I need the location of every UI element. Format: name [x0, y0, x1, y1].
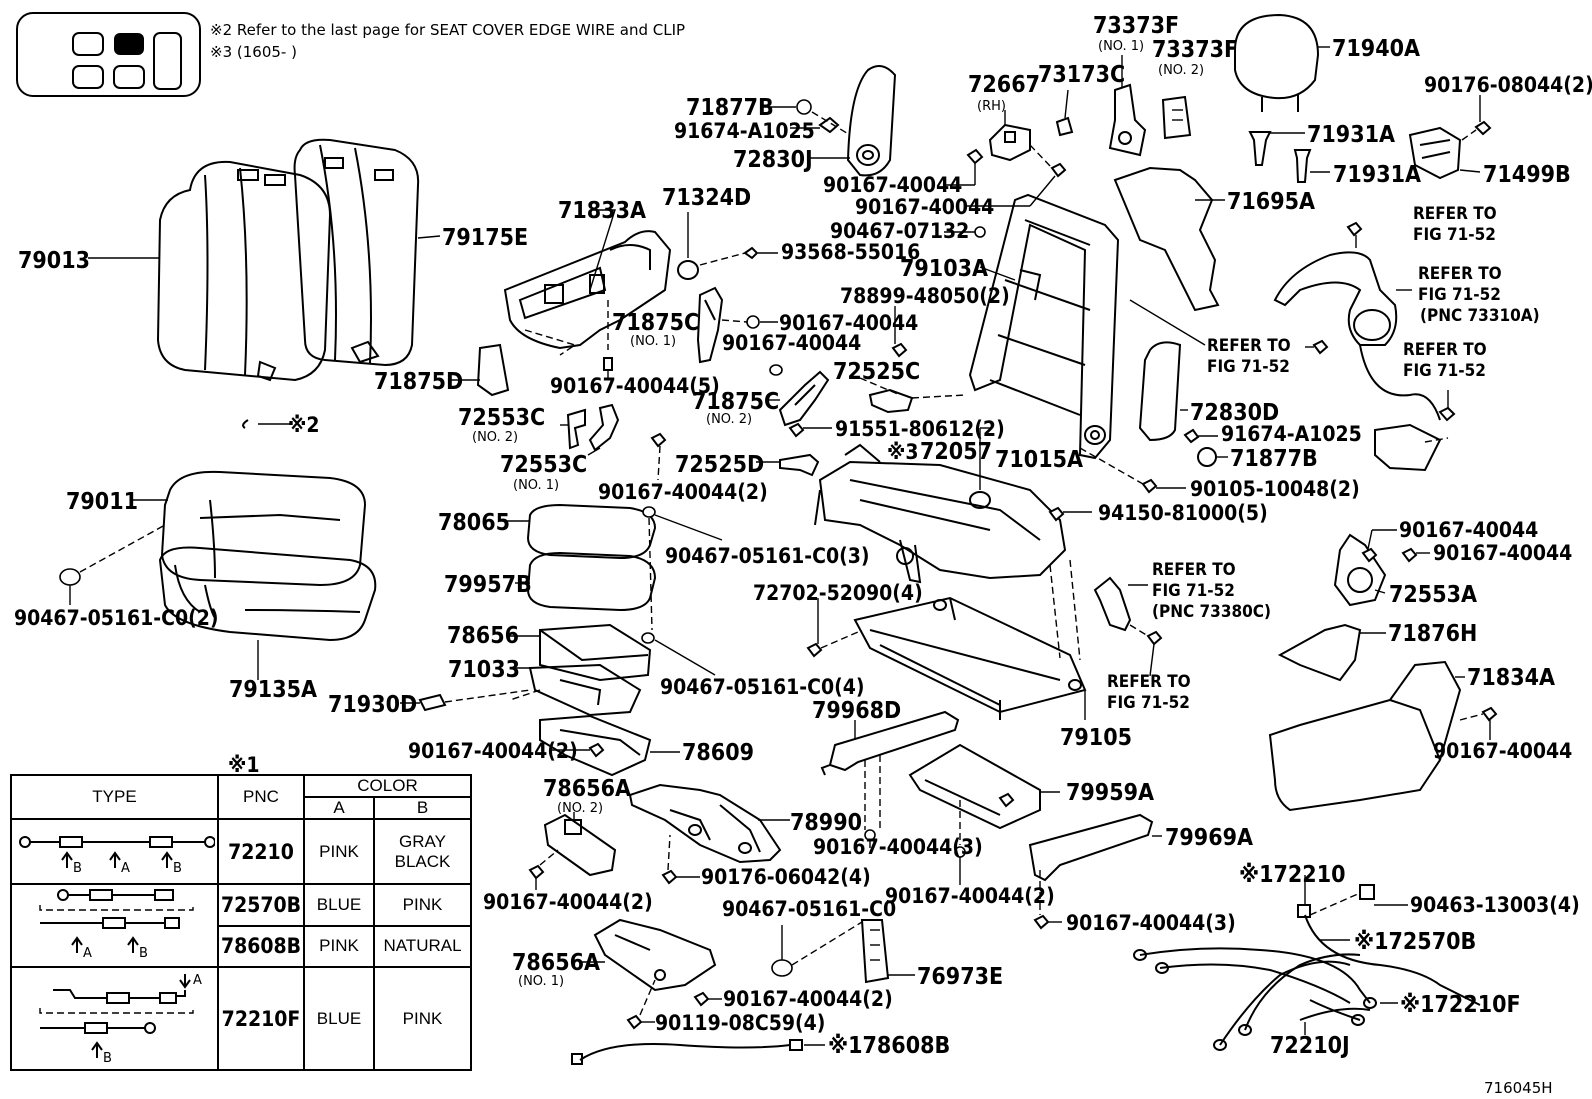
latch-71499B	[1408, 126, 1462, 180]
legend-row: 78608B PINK NATURAL	[11, 924, 472, 968]
legend-color-b-line2: BLACK	[394, 851, 451, 871]
bracket-79969A	[1028, 813, 1154, 882]
shield-71834A	[1268, 660, 1462, 812]
cable-color-legend: TYPE PNC COLOR A B B A B	[10, 774, 472, 1071]
seat-back-pad-79175E	[293, 138, 420, 367]
legend-color-a: PINK	[303, 924, 375, 968]
seat-back-frame-79103A	[968, 193, 1120, 460]
seat-belt-assembly	[1273, 251, 1456, 472]
legend-arrow-b: B	[73, 861, 82, 876]
cover-71875C-no2	[778, 370, 830, 427]
legend-color-a: PINK	[303, 818, 375, 885]
bracket-73373F-no2	[1161, 95, 1192, 140]
cushion-pad-79957B	[526, 551, 657, 612]
legend-row: A B 72210F BLUE PINK	[10, 966, 472, 1071]
legend-header-a: A	[303, 796, 375, 820]
pan-79959A	[908, 743, 1041, 830]
pad-76973E	[860, 919, 890, 984]
legend-color-b: PINK	[373, 883, 472, 927]
seat-cushion-cover-79011	[160, 470, 367, 587]
legend-header-b: B	[373, 796, 472, 820]
cover-71875C-no1	[696, 286, 724, 364]
bracket-78656A-no2	[543, 813, 617, 877]
note-production-date: ※3 (1605- )	[210, 43, 297, 61]
cover-72553A	[1333, 533, 1387, 607]
legend-header-pnc: PNC	[217, 774, 305, 820]
bracket-72553C-no2	[566, 408, 586, 450]
cable-icon-72210F: A B	[38, 973, 202, 1066]
bracket-78656A-no1	[593, 918, 717, 992]
cushion-pad-78065	[526, 503, 657, 560]
legend-arrow-a: A	[193, 973, 202, 988]
bracket-78990	[628, 783, 782, 864]
headrest-71940A	[1234, 13, 1320, 112]
legend-color-b: NATURAL	[373, 924, 472, 968]
legend-header-color: COLOR	[303, 774, 472, 798]
bracket-71033	[528, 663, 642, 717]
clip-73173C	[1055, 116, 1074, 137]
legend-pnc: 78608B	[217, 924, 305, 968]
seat-belt-buckle	[1093, 576, 1132, 632]
seat-track-79105	[853, 596, 1087, 720]
seat-position-icon	[16, 12, 201, 97]
seat-back-board-71695A	[1113, 166, 1220, 312]
legend-row: A B 72570B BLUE PINK	[10, 883, 472, 968]
cable-icon-72210: B A B	[18, 836, 216, 876]
lever-72525C	[868, 388, 914, 414]
seat-cushion-pad-79135A	[158, 546, 377, 642]
tray-78609	[539, 714, 652, 777]
legend-color-a: BLUE	[303, 966, 375, 1071]
legend-pnc: 72210	[217, 818, 305, 885]
seat-back-cover-79013	[156, 160, 332, 382]
armrest-72830J	[846, 65, 897, 177]
headrest-guide-71931A-1	[1248, 131, 1272, 166]
side-cover-71833A	[503, 230, 672, 356]
cable-78608B	[579, 1043, 791, 1061]
legend-color-a: BLUE	[303, 883, 375, 927]
legend-type-72570B-78608B: A B	[10, 883, 219, 968]
storage-box-78656	[539, 623, 652, 682]
bracket-79968D	[820, 710, 960, 776]
legend-pnc: 72210F	[217, 966, 305, 1071]
bracket-73373F-no1	[1108, 83, 1147, 157]
legend-arrow-b: B	[103, 1051, 112, 1064]
headrest-guide-71931A-2	[1293, 149, 1312, 183]
legend-color-b: PINK	[373, 966, 472, 1071]
legend-type-72210F: A B	[10, 966, 219, 1071]
legend-pnc: 72570B	[217, 883, 305, 927]
legend-arrow-a: A	[121, 861, 130, 876]
legend-arrow-a: A	[83, 946, 92, 961]
armrest-72830D	[1138, 341, 1182, 442]
bracket-72553C-no1	[588, 403, 620, 452]
legend-type-72210: B A B	[10, 818, 219, 885]
legend-arrow-b: B	[139, 946, 148, 961]
cover-71875D	[476, 343, 510, 397]
lever-72525D	[779, 453, 820, 477]
legend-header-type: TYPE	[10, 774, 219, 820]
legend-arrow-b: B	[173, 861, 182, 876]
cable-harness	[1133, 884, 1481, 1051]
cable-icon-72570B: A B	[38, 889, 194, 961]
bracket-71876H	[1277, 623, 1362, 682]
note-seat-cover-edge-wire: ※2 Refer to the last page for SEAT COVER…	[210, 21, 685, 39]
seat-cushion-frame-71015A	[814, 443, 1067, 584]
legend-color-b-line1: GRAY	[399, 831, 446, 851]
